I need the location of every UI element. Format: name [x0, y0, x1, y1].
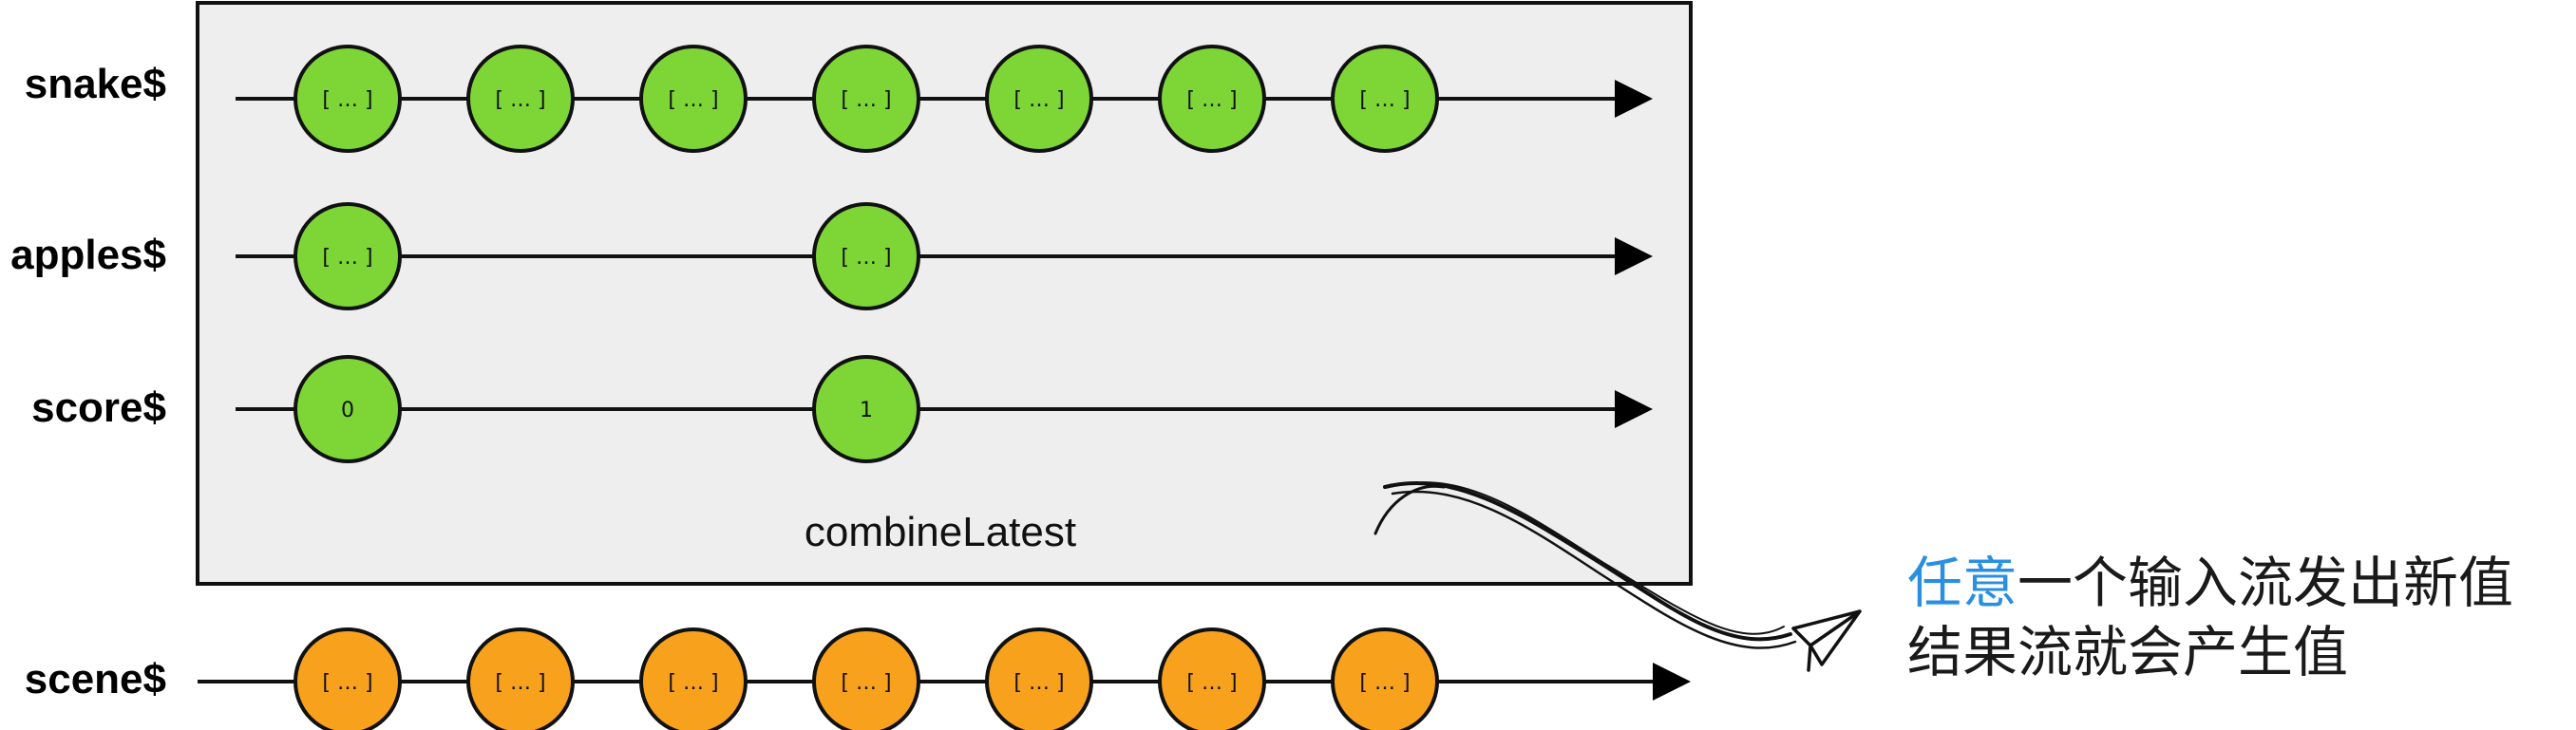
- arrowhead-snake: [1615, 80, 1653, 118]
- marble-score: 1: [812, 355, 920, 463]
- svg-text:[ … ]: [ … ]: [1359, 671, 1410, 695]
- stream-label-score: score$: [31, 384, 166, 431]
- marble-scene: [ … ]: [294, 627, 402, 730]
- svg-text:[ … ]: [ … ]: [495, 671, 545, 695]
- svg-text:[ … ]: [ … ]: [1013, 671, 1064, 695]
- note-line-1-rest: 一个输入流发出新值: [2017, 551, 2513, 615]
- marble-apples: [ … ]: [812, 202, 920, 310]
- paper-plane-icon: [1791, 609, 1862, 672]
- sketch-arrow: [1373, 481, 1862, 672]
- marble-apples: [ … ]: [294, 202, 402, 310]
- svg-text:[ … ]: [ … ]: [322, 246, 372, 270]
- note-accent: 任意: [1907, 551, 2017, 615]
- svg-text:[ … ]: [ … ]: [841, 671, 891, 695]
- marble-snake: [ … ]: [1331, 45, 1439, 153]
- marble-score: 0: [294, 355, 402, 463]
- marble-snake: [ … ]: [985, 45, 1093, 153]
- marble-scene: [ … ]: [466, 627, 575, 730]
- stream-label-snake: snake$: [25, 61, 166, 107]
- svg-text:[ … ]: [ … ]: [841, 88, 891, 112]
- marble-scene: [ … ]: [1331, 627, 1439, 730]
- marble-snake: [ … ]: [294, 45, 402, 153]
- svg-text:0: 0: [341, 399, 354, 422]
- svg-text:[ … ]: [ … ]: [668, 671, 718, 695]
- timeline-apples: [236, 237, 1653, 275]
- svg-text:[ … ]: [ … ]: [841, 246, 891, 270]
- operator-label: combineLatest: [805, 509, 1076, 555]
- marble-scene: [ … ]: [1158, 627, 1266, 730]
- svg-text:[ … ]: [ … ]: [322, 671, 372, 695]
- timeline-score: [236, 390, 1653, 428]
- svg-text:[ … ]: [ … ]: [495, 88, 545, 112]
- arrowhead-score: [1615, 390, 1653, 428]
- svg-text:[ … ]: [ … ]: [1013, 88, 1064, 112]
- svg-text:[ … ]: [ … ]: [1359, 88, 1410, 112]
- marble-snake: [ … ]: [639, 45, 748, 153]
- timeline-scene: [198, 663, 1691, 701]
- svg-text:1: 1: [860, 399, 873, 422]
- marble-snake: [ … ]: [812, 45, 920, 153]
- arrowhead-scene: [1653, 663, 1691, 701]
- svg-text:[ … ]: [ … ]: [322, 88, 372, 112]
- note-line-2: 结果流就会产生值: [1907, 620, 2348, 684]
- note-line-1: 任意一个输入流发出新值: [1907, 551, 2513, 615]
- svg-text:[ … ]: [ … ]: [1186, 671, 1237, 695]
- marble-scene: [ … ]: [985, 627, 1093, 730]
- stream-label-scene: scene$: [25, 656, 166, 702]
- svg-text:[ … ]: [ … ]: [668, 88, 718, 112]
- marble-snake: [ … ]: [1158, 45, 1266, 153]
- svg-text:[ … ]: [ … ]: [1186, 88, 1237, 112]
- combine-latest-box: [196, 1, 1693, 586]
- arrowhead-apples: [1615, 237, 1653, 275]
- marble-snake: [ … ]: [466, 45, 575, 153]
- marble-scene: [ … ]: [639, 627, 748, 730]
- marble-scene: [ … ]: [812, 627, 920, 730]
- stream-label-apples: apples$: [10, 232, 166, 278]
